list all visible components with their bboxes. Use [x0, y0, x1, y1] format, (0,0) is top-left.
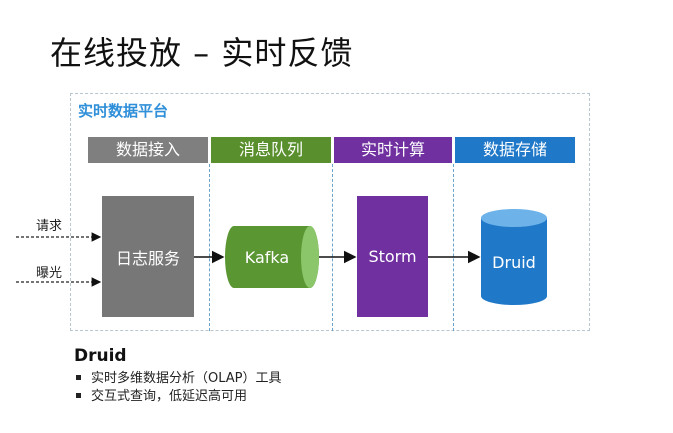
page-title: 在线投放 – 实时反馈 [50, 34, 354, 72]
stage-data-ingestion: 数据接入 [88, 137, 208, 163]
stage-message-queue: 消息队列 [211, 137, 331, 163]
kafka-label: Kafka [245, 248, 289, 267]
column-divider [453, 164, 454, 331]
log-service-label: 日志服务 [115, 248, 180, 268]
stage-data-storage: 数据存储 [455, 137, 575, 163]
list-item: 交互式查询，低延迟高可用 [74, 388, 282, 406]
column-divider [332, 164, 333, 331]
list-item: 实时多维数据分析（OLAP）工具 [74, 370, 282, 388]
log-service-box: 日志服务 [102, 196, 194, 317]
bullet-square-icon [76, 375, 81, 380]
stage-realtime-compute: 实时计算 [334, 137, 452, 163]
input-label-exposure: 曝光 [36, 266, 63, 281]
storm-box: Storm [357, 196, 428, 317]
column-divider [209, 164, 210, 331]
platform-frame [70, 93, 590, 331]
input-label-request: 请求 [36, 219, 63, 234]
platform-label: 实时数据平台 [78, 102, 169, 120]
bullet-square-icon [76, 393, 81, 398]
kafka-cylinder: Kafka [225, 226, 319, 288]
druid-label: Druid [492, 253, 536, 272]
druid-heading: Druid [74, 346, 127, 366]
druid-cylinder: Druid [481, 209, 547, 305]
storm-label: Storm [368, 247, 417, 266]
druid-bullet-list: 实时多维数据分析（OLAP）工具 交互式查询，低延迟高可用 [74, 370, 282, 406]
